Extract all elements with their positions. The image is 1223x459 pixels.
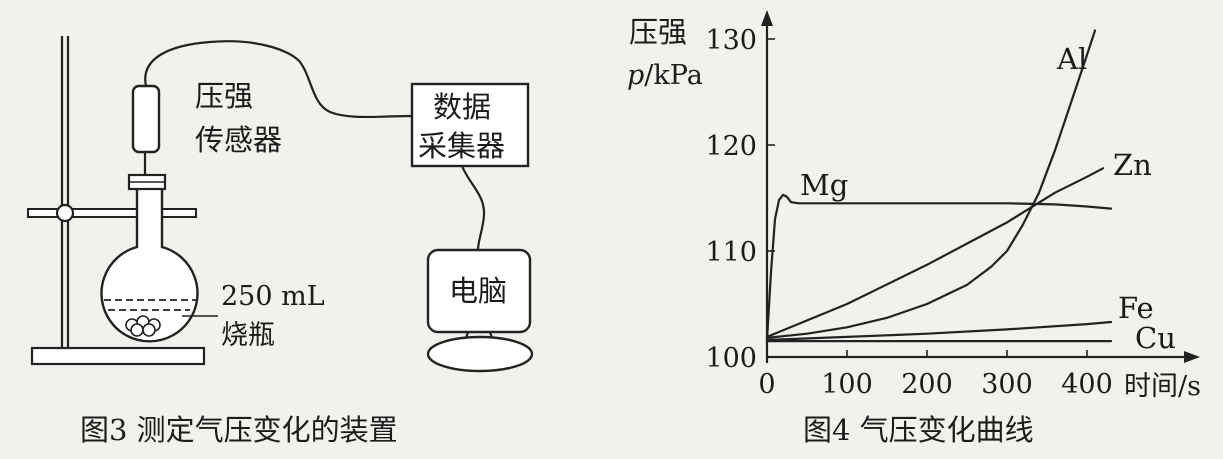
flask — [100, 185, 199, 343]
pressure-sensor — [131, 84, 161, 154]
y-tick-label: 130 — [705, 25, 757, 56]
series-line-mg — [765, 193, 1113, 342]
computer-label: 电脑 — [449, 274, 507, 308]
x-tick-label: 100 — [821, 369, 873, 400]
clamp-arm — [27, 208, 197, 218]
data-collector — [410, 82, 530, 168]
y-tick-label: 120 — [705, 131, 757, 162]
x-tick-label: 400 — [1061, 369, 1113, 400]
stand-base — [30, 346, 206, 366]
series-line-al — [765, 29, 1097, 339]
sensor-label-2: 传感器 — [195, 123, 282, 157]
y-axis-title-1: 压强 — [629, 15, 687, 49]
y-axis-title-2: p/kPa — [627, 60, 703, 91]
sensor-label-1: 压强 — [195, 79, 253, 113]
clamp-knob — [55, 203, 75, 223]
series-label-zn: Zn — [1113, 148, 1152, 182]
series-label-cu: Cu — [1135, 321, 1176, 355]
collector-label-1: 数据 — [433, 90, 491, 124]
series-line-fe — [765, 320, 1113, 342]
figure4-caption: 图4 气压变化曲线 — [803, 413, 1034, 447]
x-axis-title: 时间/s — [1124, 371, 1201, 402]
y-tick-label: 100 — [705, 343, 757, 374]
x-tick-label: 0 — [758, 369, 775, 400]
y-axis-arrow — [761, 10, 773, 26]
figure3-caption: 图3 测定气压变化的装置 — [80, 413, 398, 447]
series-label-fe: Fe — [1118, 291, 1154, 325]
computer-monitor — [426, 248, 532, 334]
series-label-al: Al — [1056, 42, 1087, 76]
collector-label-2: 采集器 — [418, 129, 505, 163]
y-axis-title-unit: /kPa — [644, 60, 703, 91]
x-tick-label: 200 — [901, 369, 953, 400]
series-line-zn — [765, 167, 1105, 338]
series-label-mg: Mg — [800, 168, 848, 202]
metal-sample — [125, 315, 161, 337]
cable-sensor-collector — [144, 40, 413, 119]
y-tick-label: 110 — [705, 237, 757, 268]
flask-label-2: 烧瓶 — [221, 320, 275, 351]
x-tick-label: 300 — [981, 369, 1033, 400]
apparatus-figure: 压强 传感器 数据 采集器 电脑 250 mL 烧瓶 图3 测定气压变化的装置 — [27, 36, 534, 447]
computer-base — [426, 335, 534, 373]
y-axis-title-var: p — [627, 60, 644, 91]
flask-label-1: 250 mL — [221, 281, 325, 312]
cable-collector-computer — [460, 165, 486, 251]
x-axis-arrow — [1184, 351, 1200, 363]
